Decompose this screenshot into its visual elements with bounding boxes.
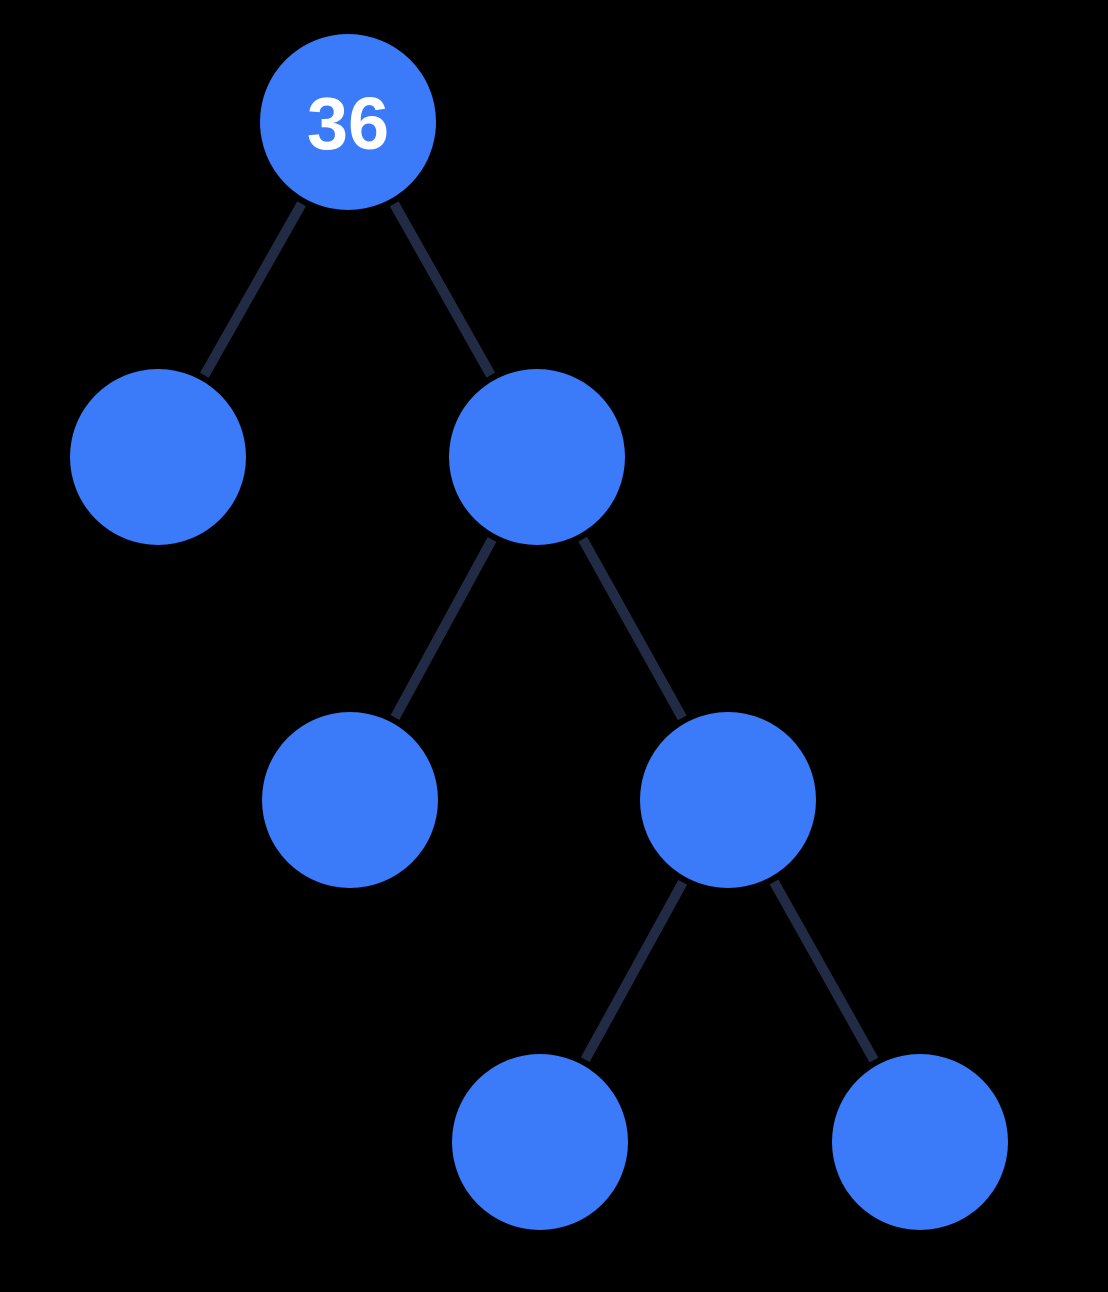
- node-circle: [452, 1054, 628, 1230]
- tree-edge-right-right-to-right-right-left: [580, 879, 688, 1063]
- node-circle: [262, 712, 438, 888]
- node-circle: [70, 369, 246, 545]
- tree-edge-right-to-right-left: [390, 537, 497, 720]
- tree-edges: [200, 201, 879, 1063]
- tree-node-right-right: [640, 712, 816, 888]
- tree-nodes: 36: [70, 34, 1008, 1230]
- tree-edge-root-to-right: [389, 201, 496, 378]
- tree-node-right: [449, 369, 625, 545]
- tree-node-right-right-right: [832, 1054, 1008, 1230]
- tree-edge-right-right-to-right-right-right: [769, 879, 879, 1063]
- node-label: 36: [307, 82, 389, 165]
- node-circle: [832, 1054, 1008, 1230]
- node-circle: [260, 34, 436, 210]
- tree-node-right-right-left: [452, 1054, 628, 1230]
- tree-edge-root-to-left: [200, 201, 306, 378]
- node-circle: [640, 712, 816, 888]
- tree-edge-right-to-right-right: [578, 536, 687, 721]
- node-circle: [449, 369, 625, 545]
- tree-node-left: [70, 369, 246, 545]
- tree-node-right-left: [262, 712, 438, 888]
- tree-node-root: 36: [260, 34, 436, 210]
